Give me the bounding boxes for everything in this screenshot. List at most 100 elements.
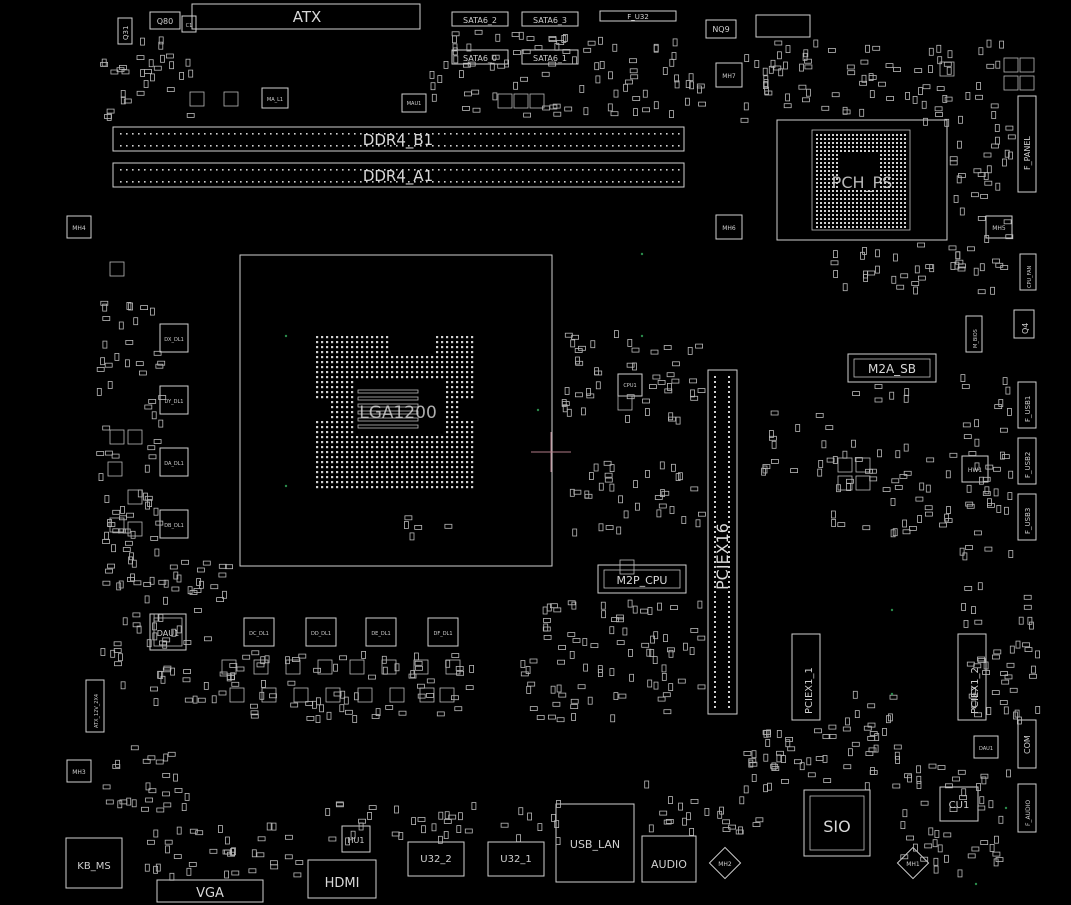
- pciex16-pin: [714, 541, 716, 543]
- power-component: [1019, 75, 1035, 91]
- lga-pin: [331, 376, 334, 379]
- pch-ball: [884, 182, 886, 184]
- smd-pad: [769, 435, 777, 441]
- power-component: [381, 659, 397, 675]
- smd-pad: [491, 54, 500, 60]
- lga-pin: [331, 346, 334, 349]
- smd-pad: [611, 617, 619, 622]
- ddr-pin: [444, 169, 446, 171]
- pciex16-pin: [714, 696, 716, 698]
- ddr-pin: [516, 145, 518, 147]
- pciex16-pin: [728, 531, 730, 533]
- smd-pad: [148, 788, 157, 794]
- smd-pad: [157, 360, 166, 366]
- pch-ball: [880, 146, 882, 148]
- atx-connector: ATX: [191, 3, 421, 30]
- lga-pin: [336, 336, 339, 339]
- pch-ball: [868, 150, 870, 152]
- lga-pin: [456, 366, 459, 369]
- smd-pad: [1004, 149, 1010, 158]
- lga-pin: [326, 461, 329, 464]
- ddr-pin: [306, 145, 308, 147]
- pciex16-pin: [714, 636, 716, 638]
- smd-pad: [923, 117, 928, 126]
- pch-ball: [888, 190, 890, 192]
- smd-pad: [171, 628, 177, 637]
- smd-pad: [257, 836, 266, 842]
- pch-ball: [840, 142, 842, 144]
- smd-pad: [658, 503, 667, 509]
- lga-pin: [336, 426, 339, 429]
- pch-ball: [904, 186, 906, 188]
- smd-pad: [561, 401, 570, 407]
- pch-ball: [884, 146, 886, 148]
- pch-ball: [900, 194, 902, 196]
- lga-pin: [416, 456, 419, 459]
- smd-pad: [610, 714, 616, 723]
- smd-pad: [859, 108, 865, 117]
- smd-pad: [145, 782, 151, 791]
- lga-pin: [441, 356, 444, 359]
- smd-pad: [982, 491, 991, 496]
- smd-pad: [451, 31, 460, 37]
- smd-pad: [976, 82, 981, 90]
- smd-pad: [325, 808, 331, 816]
- lga-pin: [316, 371, 319, 374]
- smd-pad: [466, 43, 472, 52]
- smd-pad: [830, 260, 839, 266]
- pciex16-pin: [714, 421, 716, 423]
- dau1-small-label: DAU1: [979, 746, 993, 752]
- ddr-pin: [366, 133, 368, 135]
- lga-pin: [336, 431, 339, 434]
- lga-pin: [366, 471, 369, 474]
- lga-pin: [471, 456, 474, 459]
- lga-pin: [376, 371, 379, 374]
- smd-pad: [583, 47, 592, 53]
- smd-pad: [959, 207, 965, 216]
- ddr-pin: [522, 133, 524, 135]
- pch-ball: [888, 210, 890, 212]
- pch-ball: [816, 226, 818, 228]
- smd-pad: [1024, 647, 1033, 652]
- lga-pin: [406, 371, 409, 374]
- smd-pad: [933, 865, 939, 874]
- lga-pin: [366, 351, 369, 354]
- ddr-pin: [594, 169, 596, 171]
- smd-pad: [604, 477, 613, 483]
- lga-pin: [406, 361, 409, 364]
- smd-pad: [140, 305, 149, 311]
- ddr-pin: [408, 133, 410, 135]
- ddr-pin: [444, 181, 446, 183]
- ddr-pin: [618, 181, 620, 183]
- smd-pad: [982, 476, 991, 482]
- lga-pin: [466, 356, 469, 359]
- ddr-pin: [240, 169, 242, 171]
- pch-ball: [896, 186, 898, 188]
- lga-pin: [361, 466, 364, 469]
- smd-pad: [771, 440, 777, 449]
- pch-ball: [844, 198, 846, 200]
- lga-pin: [421, 481, 424, 484]
- smd-pad: [608, 71, 613, 80]
- pch-ball: [880, 174, 882, 176]
- smd-pad: [867, 736, 876, 741]
- lga-pin: [446, 466, 449, 469]
- smd-pad: [1004, 674, 1013, 680]
- ddr-pin: [384, 133, 386, 135]
- smd-pad: [135, 361, 144, 367]
- smd-pad: [612, 43, 618, 52]
- power-component: [617, 395, 633, 411]
- smd-pad: [1029, 621, 1034, 630]
- lga-pin: [316, 481, 319, 484]
- lga-pin: [451, 476, 454, 479]
- power-component: [127, 521, 143, 537]
- pciex16-pin: [714, 646, 716, 648]
- ddr-pin: [354, 133, 356, 135]
- pch-ball: [892, 142, 894, 144]
- lga-land: [357, 417, 419, 422]
- lga-pin: [421, 361, 424, 364]
- lga-pin: [381, 481, 384, 484]
- lga-pin: [321, 381, 324, 384]
- smd-pad: [690, 389, 695, 398]
- smd-pad: [905, 92, 910, 100]
